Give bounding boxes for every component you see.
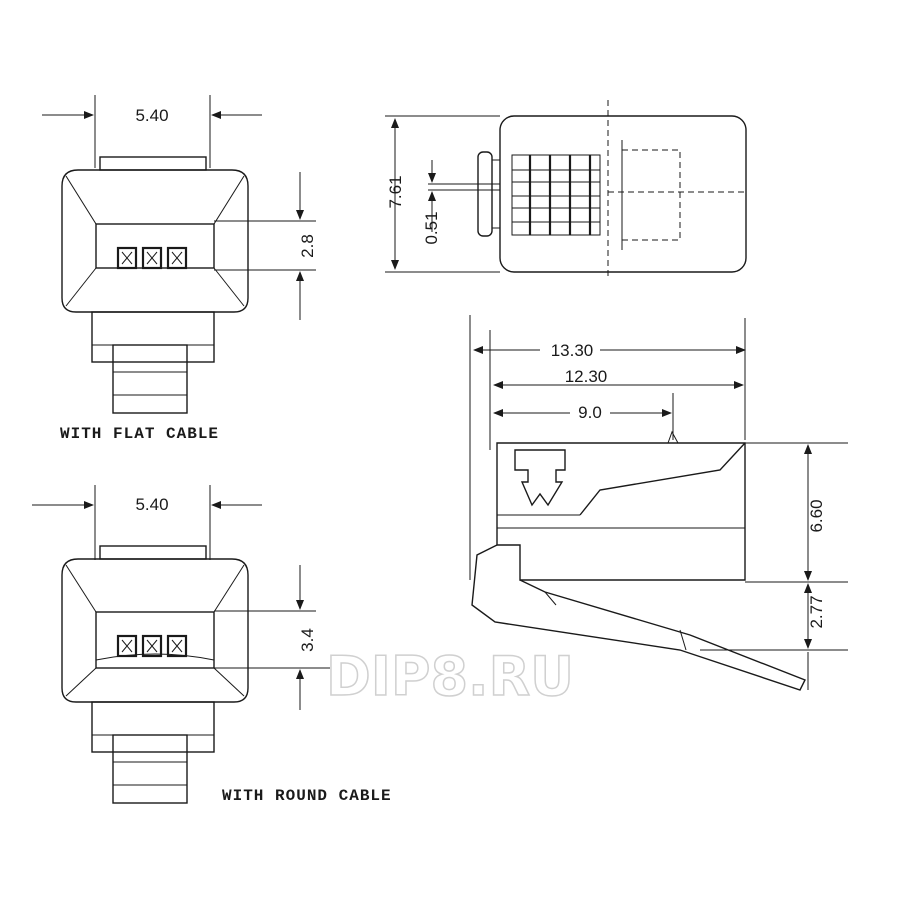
top-height-label: 7.61 [386,175,405,208]
side-contact-length-label: 9.0 [578,403,602,422]
top-contacts [511,154,601,236]
side-latch-height-label: 2.77 [807,595,826,628]
front-view-round-cable: 5.40 3.4 WITH ROUND CABLE [32,485,392,805]
watermark: DIP8.RU [326,645,574,708]
round-contacts [116,634,188,658]
side-body-height-label: 6.60 [807,499,826,532]
side-overall-length-label: 13.30 [551,341,594,360]
front-view-flat-cable: 5.40 2.8 [42,95,317,443]
round-width-label: 5.40 [135,495,168,514]
flat-width-label: 5.40 [135,106,168,125]
round-height-label: 3.4 [298,628,317,652]
top-pitch-label: 0.51 [422,211,441,244]
flat-width-dimension: 5.40 [42,95,262,168]
round-height-dimension: 3.4 [214,565,330,710]
round-width-dimension: 5.40 [32,485,262,560]
flat-contacts [116,246,188,270]
side-body-length-label: 12.30 [565,367,608,386]
flat-height-label: 2.8 [298,234,317,258]
round-caption: WITH ROUND CABLE [222,787,392,805]
flat-caption: WITH FLAT CABLE [60,425,219,443]
side-view: 13.30 12.30 9.0 6.60 2.77 [469,315,848,691]
flat-height-dimension: 2.8 [214,172,317,320]
top-view: 7.61 0.51 [385,100,747,280]
